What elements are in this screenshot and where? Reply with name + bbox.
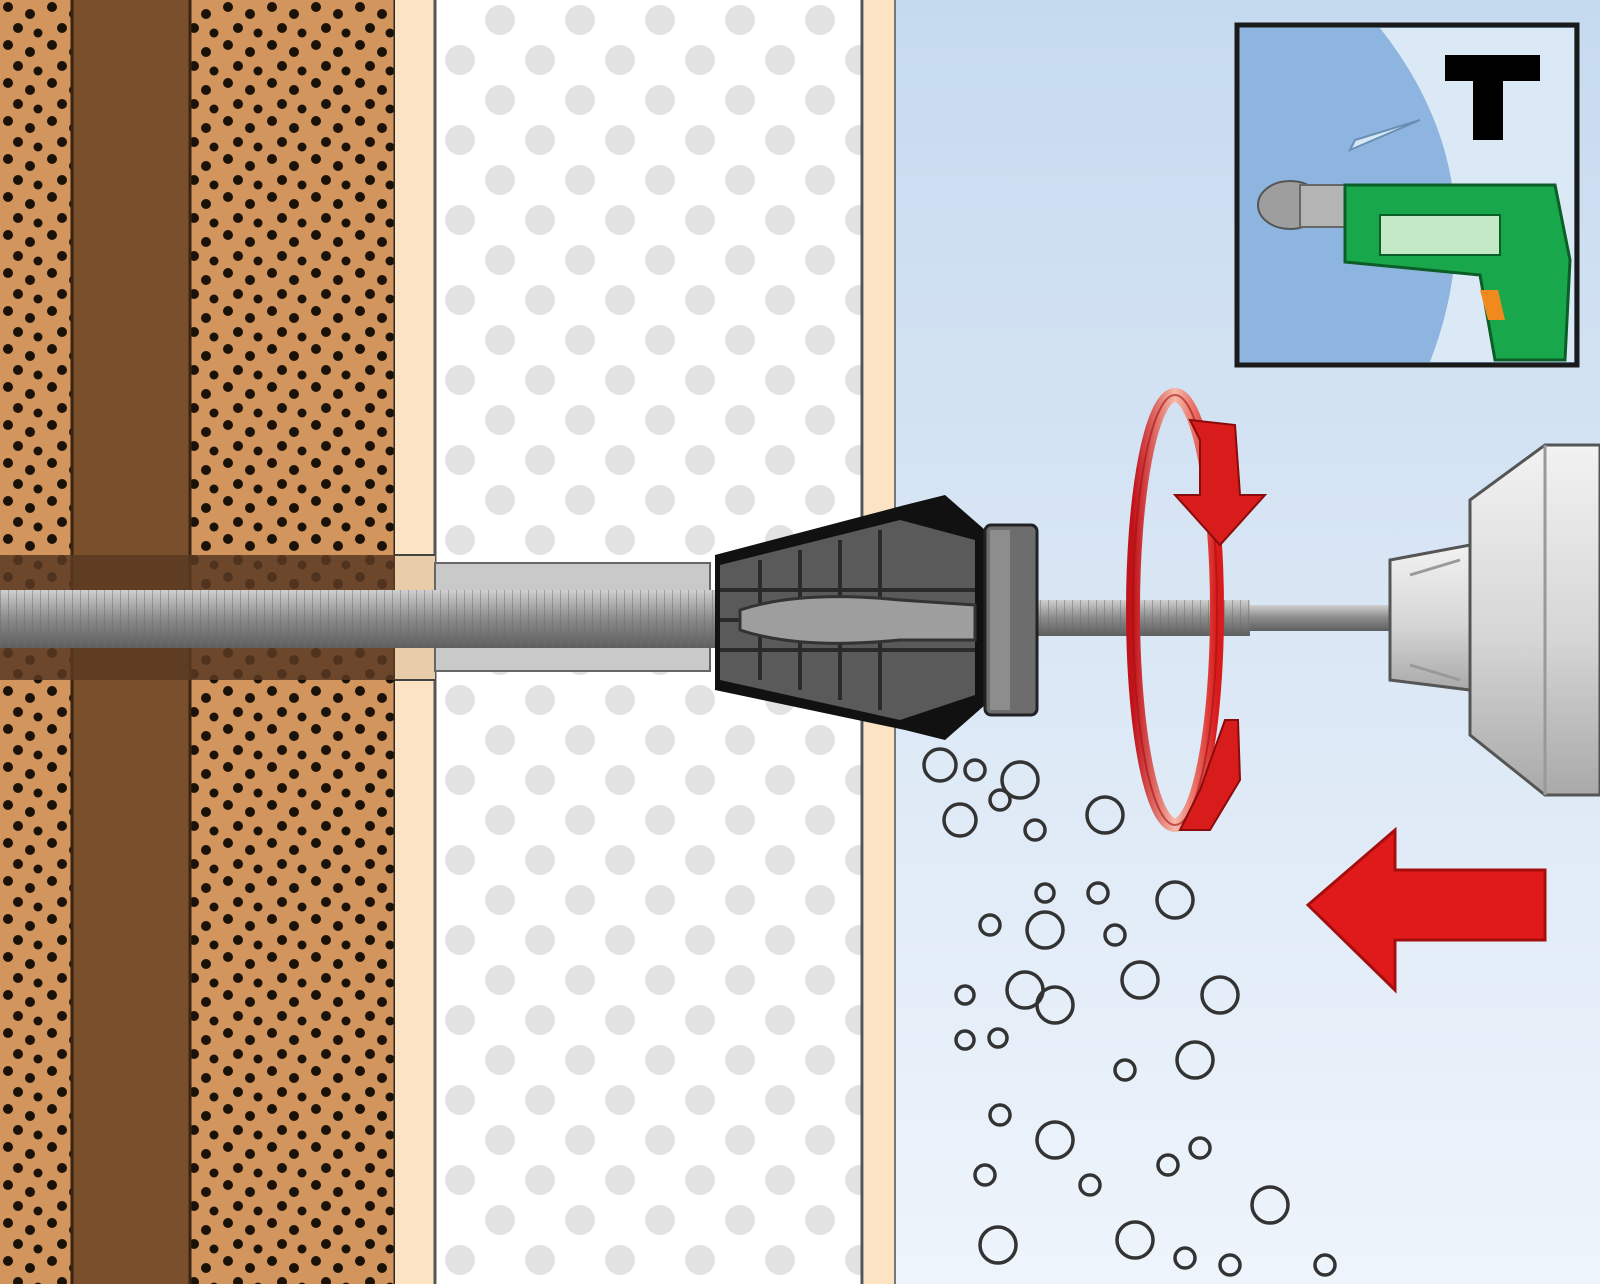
dust-particle	[1034, 882, 1056, 904]
dust-particle	[1188, 1136, 1212, 1160]
dust-particle	[954, 1029, 976, 1051]
dust-particle	[1085, 795, 1125, 835]
dust-particle	[1023, 818, 1047, 842]
dust-particle	[1156, 1153, 1180, 1177]
dust-particle	[942, 802, 978, 838]
dust-particle	[988, 1103, 1012, 1127]
dust-particle	[1120, 960, 1160, 1000]
dust-particle	[1086, 881, 1110, 905]
dust-particle	[1200, 975, 1240, 1015]
dust-particle	[988, 788, 1012, 812]
drill-chuck	[1388, 443, 1600, 797]
drill-bit-icon	[1347, 119, 1421, 152]
dust-particle	[973, 1163, 997, 1187]
dust-particle	[1035, 1120, 1075, 1160]
dust-particle	[1173, 1246, 1197, 1270]
dust-particle	[1000, 760, 1040, 800]
dust-particle	[978, 1225, 1018, 1265]
insulation-anchor	[715, 495, 1039, 740]
dust-particle-icon	[922, 747, 1337, 1277]
dust-particle	[987, 1027, 1009, 1049]
push-left-arrow-icon	[1305, 826, 1547, 994]
dust-particle	[922, 747, 958, 783]
dust-particle	[1313, 1253, 1337, 1277]
dust-particle	[963, 758, 987, 782]
dust-particle	[1175, 1040, 1215, 1080]
rotation-arrow-icon	[1126, 388, 1268, 832]
dust-particle	[1115, 1220, 1155, 1260]
dust-particle	[1078, 1173, 1102, 1197]
drill-icon	[1257, 180, 1572, 362]
dust-particle	[1250, 1185, 1290, 1225]
dust-particle	[954, 984, 976, 1006]
dust-particle	[1035, 985, 1075, 1025]
dust-particle	[1025, 910, 1065, 950]
dust-particle	[978, 913, 1002, 937]
dust-particle	[1155, 880, 1195, 920]
dust-particle	[1113, 1058, 1137, 1082]
dust-particle	[1103, 923, 1127, 947]
drill-mode-inset	[1234, 22, 1580, 368]
dust-particle	[1218, 1253, 1242, 1277]
hammer-symbol-icon	[1445, 55, 1540, 140]
